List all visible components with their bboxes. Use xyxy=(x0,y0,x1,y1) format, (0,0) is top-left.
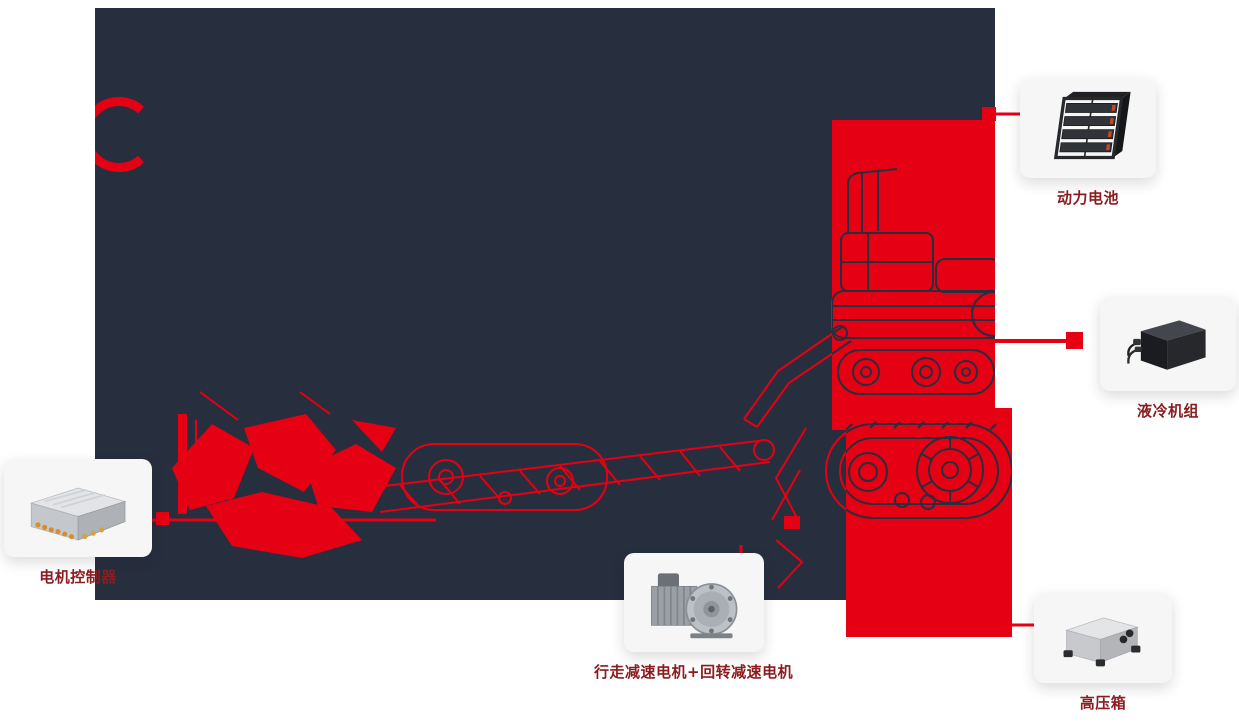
battery-anchor-square xyxy=(982,107,996,121)
callout-power-battery: 动力电池 xyxy=(1020,78,1156,208)
cooling-unit-card xyxy=(1100,297,1236,391)
power-battery-label: 动力电池 xyxy=(1056,189,1119,207)
hv-anchor-square xyxy=(991,616,1008,633)
high-voltage-box-image xyxy=(1063,617,1141,667)
high-voltage-box-card xyxy=(1034,593,1172,683)
reduction-motors-image xyxy=(650,573,738,639)
callout-motor-controller: 电机控制器 xyxy=(4,459,152,587)
callout-liquid-cooling-unit: 液冷机组 xyxy=(1100,297,1236,421)
motor-controller-card xyxy=(4,459,152,557)
motor-controller-label: 电机控制器 xyxy=(39,568,117,586)
controller-anchor-square xyxy=(156,512,169,525)
accent-band xyxy=(832,120,1012,637)
reduction-motors-label: 行走减速电机+回转减速电机 xyxy=(594,663,794,681)
cooling-unit-label: 液冷机组 xyxy=(1136,402,1199,420)
callout-reduction-motors: 行走减速电机+回转减速电机 xyxy=(594,553,793,682)
reduction-motors-card xyxy=(623,553,764,652)
cooling-anchor-square xyxy=(1066,332,1083,349)
leader-lines xyxy=(150,107,1083,633)
cooling-unit-image xyxy=(1127,320,1206,371)
power-battery-card xyxy=(1020,78,1156,178)
callout-high-voltage-box: 高压箱 xyxy=(1034,593,1172,713)
motor-controller-image xyxy=(29,487,127,541)
battery-pack-image xyxy=(1054,91,1131,160)
high-voltage-box-label: 高压箱 xyxy=(1079,694,1127,712)
